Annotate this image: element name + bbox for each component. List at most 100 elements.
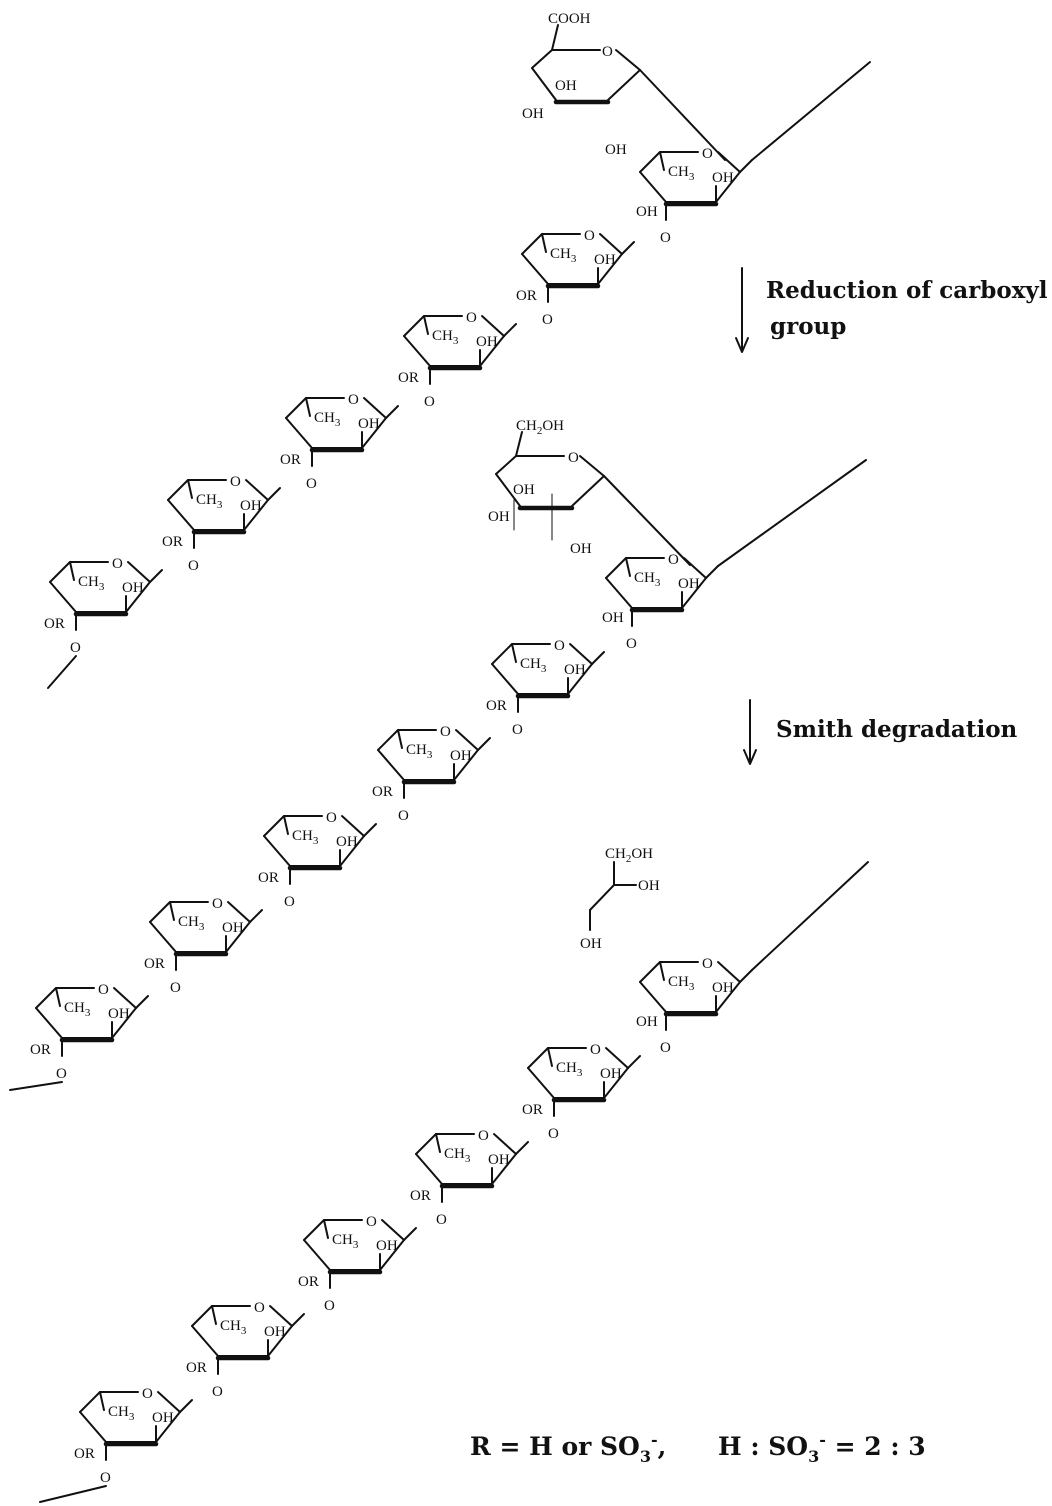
glycosidic-oxygen-label: O bbox=[306, 476, 317, 492]
methyl-label: CH3 bbox=[64, 1000, 91, 1019]
methyl-label: CH3 bbox=[78, 574, 105, 593]
methyl-label: CH3 bbox=[220, 1318, 247, 1337]
sulfate-ester-label: OR bbox=[298, 1274, 319, 1290]
hydroxyl-label: OH bbox=[358, 416, 380, 432]
sulfate-ester-label: OR bbox=[280, 452, 301, 468]
pyranose-ring bbox=[80, 1392, 192, 1460]
hydroxyl-label: OH bbox=[513, 482, 535, 498]
hydroxyl-label: OH bbox=[122, 580, 144, 596]
sulfate-ester-label: OR bbox=[162, 534, 183, 550]
methyl-label: CH3 bbox=[406, 742, 433, 761]
hydroxyl-label: OH bbox=[476, 334, 498, 350]
hydroxyl-label: OH bbox=[636, 204, 658, 220]
pyranose-ring bbox=[492, 644, 604, 712]
sulfate-ester-label: OR bbox=[186, 1360, 207, 1376]
ring-oxygen-label: O bbox=[590, 1042, 601, 1058]
methyl-label: CH3 bbox=[668, 974, 695, 993]
ring-oxygen-label: O bbox=[668, 552, 679, 568]
hydroxyl-label: OH bbox=[600, 1066, 622, 1082]
glycosidic-oxygen-label: O bbox=[542, 312, 553, 328]
sulfate-ester-label: OR bbox=[144, 956, 165, 972]
glycosidic-oxygen-label: O bbox=[70, 640, 81, 656]
down-arrow-icon bbox=[743, 749, 757, 765]
glycosidic-oxygen-label: O bbox=[660, 1040, 671, 1056]
methyl-label: CH3 bbox=[292, 828, 319, 847]
methyl-label: CH3 bbox=[634, 570, 661, 589]
substituent-definition: R = H or SO3-, bbox=[470, 1430, 666, 1466]
hydroxyl-label: OH bbox=[678, 576, 700, 592]
hydroxyl-label: OH bbox=[594, 252, 616, 268]
smith-degradation-label: Smith degradation bbox=[776, 716, 1018, 743]
pyranose-ring bbox=[150, 902, 262, 970]
methyl-label: CH3 bbox=[108, 1404, 135, 1423]
ring-oxygen-label: O bbox=[230, 474, 241, 490]
ring-oxygen-label: O bbox=[584, 228, 595, 244]
ring-oxygen-label: O bbox=[702, 956, 713, 972]
smith-degradation-step: Smith degradation bbox=[743, 699, 1018, 765]
ring-oxygen-label: O bbox=[348, 392, 359, 408]
sulfation-ratio: H : SO3- = 2 : 3 bbox=[718, 1430, 926, 1466]
chain-continuation-bond bbox=[751, 61, 871, 161]
sulfate-ester-label: OR bbox=[372, 784, 393, 800]
hydroxyl-label: OH bbox=[580, 936, 602, 952]
pyranose-ring bbox=[36, 988, 148, 1056]
down-arrow-icon bbox=[735, 337, 749, 353]
hydroxyl-label: OH bbox=[555, 78, 577, 94]
pyranose-ring bbox=[192, 1306, 304, 1374]
hydroxyl-label: OH bbox=[602, 610, 624, 626]
sulfate-ester-label: OR bbox=[410, 1188, 431, 1204]
glycosidic-oxygen-label: O bbox=[512, 722, 523, 738]
chain-continuation-bond bbox=[39, 1485, 107, 1503]
glycosidic-oxygen-label: O bbox=[170, 980, 181, 996]
pyranose-ring bbox=[304, 1220, 416, 1288]
hydroxyl-label: OH bbox=[712, 170, 734, 186]
reduction-step: Reduction of carboxyl group bbox=[735, 267, 1048, 353]
glycosidic-oxygen-label: O bbox=[212, 1384, 223, 1400]
hydroxyl-label: OH bbox=[108, 1006, 130, 1022]
glycosidic-oxygen-label: O bbox=[548, 1126, 559, 1142]
pyranose-ring bbox=[50, 562, 162, 630]
methyl-label: CH3 bbox=[668, 164, 695, 183]
ring-oxygen-label: O bbox=[440, 724, 451, 740]
reduction-step-label: Reduction of carboxyl bbox=[766, 277, 1048, 304]
ring-oxygen-label: O bbox=[366, 1214, 377, 1230]
hydroxyl-label: OH bbox=[636, 1014, 658, 1030]
cooh-label: COOH bbox=[548, 11, 591, 27]
fucose-unit: O CH3 OH OR O bbox=[186, 1300, 304, 1400]
methyl-label: CH3 bbox=[178, 914, 205, 933]
glucuronic-acid-unit: COOH O OH OH OH bbox=[522, 11, 726, 161]
sulfate-ester-label: OR bbox=[44, 616, 65, 632]
ring-oxygen-label: O bbox=[254, 1300, 265, 1316]
hydroxyl-label: OH bbox=[222, 920, 244, 936]
hydroxyl-label: OH bbox=[264, 1324, 286, 1340]
ring-oxygen-label: O bbox=[554, 638, 565, 654]
hydroxyl-label: OH bbox=[605, 142, 627, 158]
glycosidic-oxygen-label: O bbox=[424, 394, 435, 410]
glycosidic-oxygen-label: O bbox=[626, 636, 637, 652]
hydroxyl-label: OH bbox=[522, 106, 544, 122]
glycosidic-oxygen-label: O bbox=[56, 1066, 67, 1082]
methyl-label: CH3 bbox=[444, 1146, 471, 1165]
glycosidic-oxygen-label: O bbox=[660, 230, 671, 246]
sulfate-ester-label: OR bbox=[522, 1102, 543, 1118]
methyl-label: CH3 bbox=[196, 492, 223, 511]
ring-oxygen-label: O bbox=[602, 44, 613, 60]
glycosidic-oxygen-label: O bbox=[188, 558, 199, 574]
ring-oxygen-label: O bbox=[478, 1128, 489, 1144]
hydroxyl-label: OH bbox=[570, 541, 592, 557]
glycerol-unit: CH2OH OH OH bbox=[580, 846, 660, 952]
